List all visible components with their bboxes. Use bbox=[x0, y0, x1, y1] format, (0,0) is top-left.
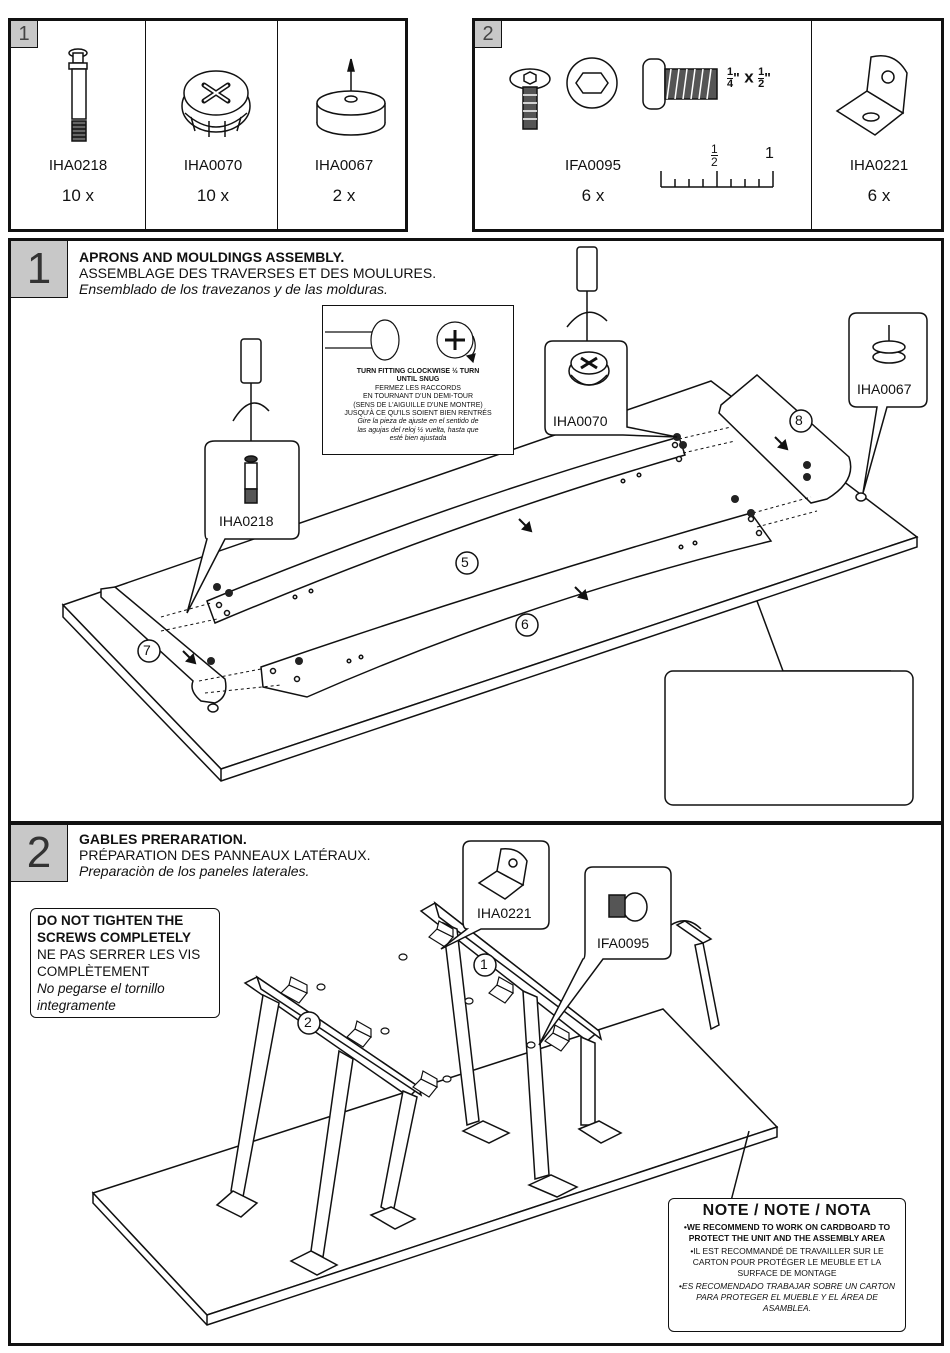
hardware-box-1: 1 IHA0218 bbox=[8, 18, 408, 232]
title-spanish: Preparaciòn de los paneles laterales. bbox=[79, 863, 310, 879]
note-title: NOTE / NOTE / NOTA bbox=[702, 1202, 872, 1219]
cam-lock-fittings bbox=[207, 433, 811, 665]
blank-label-box bbox=[664, 600, 914, 806]
hardware-illustrations bbox=[68, 48, 386, 142]
part-2-circle bbox=[297, 1011, 321, 1035]
caution-spanish-line: No pegarse el tornillo bbox=[37, 981, 165, 996]
divider bbox=[277, 21, 278, 229]
caution-french-line: COMPLÈTEMENT bbox=[37, 964, 150, 979]
ruler-half-label: 1 2 bbox=[711, 142, 718, 169]
gable-2 bbox=[215, 975, 423, 1276]
caution-spanish-line: integramente bbox=[37, 998, 116, 1013]
part-1-label: 1 bbox=[480, 956, 488, 972]
step-number: 1 bbox=[11, 241, 68, 298]
divider bbox=[145, 21, 146, 229]
title-spanish: Ensemblado de los travezanos y de las mo… bbox=[79, 281, 388, 297]
caution-english-line: DO NOT TIGHTEN THE bbox=[37, 913, 184, 928]
turn-fitting-instruction: TURN FITTING CLOCKWISE ½ TURN UNTIL SNUG… bbox=[322, 305, 514, 455]
apron-5 bbox=[206, 436, 686, 624]
part-7-circle bbox=[137, 639, 161, 663]
title-english: APRONS AND MOULDINGS ASSEMBLY. bbox=[79, 249, 345, 265]
part-6-label: 6 bbox=[521, 616, 529, 632]
moulding-7 bbox=[100, 586, 227, 713]
hardware-code: IHA0221 bbox=[849, 157, 909, 174]
callout-label-bolt: IHA0218 bbox=[219, 513, 274, 529]
callout-label-screw: IFA0095 bbox=[597, 935, 650, 951]
hardware-illustrations bbox=[509, 55, 908, 188]
hardware-box-2: 2 bbox=[472, 18, 944, 232]
turn-fitting-text: TURN FITTING CLOCKWISE ½ TURN UNTIL SNUG… bbox=[344, 368, 492, 443]
part-6-circle bbox=[515, 613, 539, 637]
moulding-8 bbox=[718, 374, 867, 504]
l-brackets bbox=[280, 920, 570, 1098]
step-2-heading: GABLES PRERARATION. PRÉPARATION DES PANN… bbox=[79, 831, 370, 879]
ruler-icon bbox=[660, 171, 774, 188]
turn-fitting-illustration bbox=[325, 319, 476, 364]
caution-box: DO NOT TIGHTEN THE SCREWS COMPLETELY NE … bbox=[30, 908, 220, 1018]
part-7-label: 7 bbox=[143, 642, 151, 658]
screwdriver-icon bbox=[232, 246, 608, 453]
part-1-circle bbox=[473, 953, 497, 977]
title-french: PRÉPARATION DES PANNEAUX LATÉRAUX. bbox=[79, 847, 371, 863]
furniture-glide-icon bbox=[316, 58, 386, 136]
hex-screw-icon bbox=[608, 892, 648, 922]
hardware-quantity: 6 x bbox=[581, 186, 605, 205]
hardware-code: IHA0070 bbox=[183, 157, 243, 174]
step-1-heading: APRONS AND MOULDINGS ASSEMBLY. ASSEMBLAG… bbox=[79, 249, 436, 297]
step-1-panel: 1 APRONS AND MOULDINGS ASSEMBLY. ASSEMBL… bbox=[8, 238, 944, 824]
cam-bolt-icon bbox=[68, 48, 88, 142]
hardware-box-1-tag: 1 bbox=[11, 21, 38, 48]
caution-french-line: NE PAS SERRER LES VIS bbox=[37, 947, 201, 962]
note-spanish: •ES RECOMENDADO TRABAJAR SOBRE UN CARTON… bbox=[678, 1281, 896, 1313]
apron-6 bbox=[260, 512, 773, 698]
part-5-label: 5 bbox=[461, 554, 469, 570]
step-2-illustration bbox=[91, 840, 779, 1326]
callout-label-cam: IHA0070 bbox=[553, 413, 608, 429]
part-8-label: 8 bbox=[795, 412, 803, 428]
direction-arrows bbox=[182, 436, 789, 665]
divider bbox=[811, 21, 812, 229]
cam-bolt-icon bbox=[244, 455, 258, 504]
cam-lock-icon bbox=[568, 351, 610, 386]
step-1-illustration bbox=[61, 246, 928, 806]
cam-lock-icon bbox=[181, 70, 251, 137]
hardware-quantity: 6 x bbox=[867, 186, 891, 205]
screws bbox=[316, 953, 536, 1083]
hardware-box-2-tag: 2 bbox=[475, 21, 502, 48]
part-5-circle bbox=[455, 551, 479, 575]
note-english: •WE RECOMMEND TO WORK ON CARDBOARD TO PR… bbox=[683, 1222, 891, 1243]
hardware-code: IFA0095 bbox=[565, 157, 621, 174]
hardware-code: IHA0067 bbox=[314, 157, 374, 174]
callout-label-bracket: IHA0221 bbox=[477, 905, 532, 921]
callout-label-glide: IHA0067 bbox=[857, 381, 912, 397]
allen-key-icon bbox=[670, 920, 720, 1031]
furniture-glide-icon bbox=[872, 325, 906, 364]
l-bracket-icon bbox=[477, 848, 528, 900]
title-english: GABLES PRERARATION. bbox=[79, 831, 247, 847]
hardware-code: IHA0218 bbox=[48, 157, 108, 174]
part-2-label: 2 bbox=[304, 1014, 312, 1030]
caution-english-line: SCREWS COMPLETELY bbox=[37, 930, 192, 945]
l-bracket-icon bbox=[835, 55, 908, 136]
ruler-one-label: 1 bbox=[765, 145, 774, 162]
hex-screw-icon bbox=[509, 57, 718, 130]
note-box: NOTE / NOTE / NOTA •WE RECOMMEND TO WORK… bbox=[668, 1198, 906, 1332]
title-french: ASSEMBLAGE DES TRAVERSES ET DES MOULURES… bbox=[79, 265, 437, 281]
step-number: 2 bbox=[11, 825, 68, 882]
note-french: •IL EST RECOMMANDÉ DE TRAVAILLER SUR LE … bbox=[690, 1246, 884, 1278]
part-8-circle bbox=[789, 409, 813, 433]
hardware-quantity: 10 x bbox=[61, 186, 95, 205]
screw-size-label: 1 4 " x 1 2 " bbox=[727, 66, 771, 90]
hardware-quantity: 2 x bbox=[332, 186, 356, 205]
connection-lines bbox=[160, 426, 818, 694]
hardware-quantity: 10 x bbox=[196, 186, 230, 205]
note-pointer bbox=[730, 1130, 750, 1202]
